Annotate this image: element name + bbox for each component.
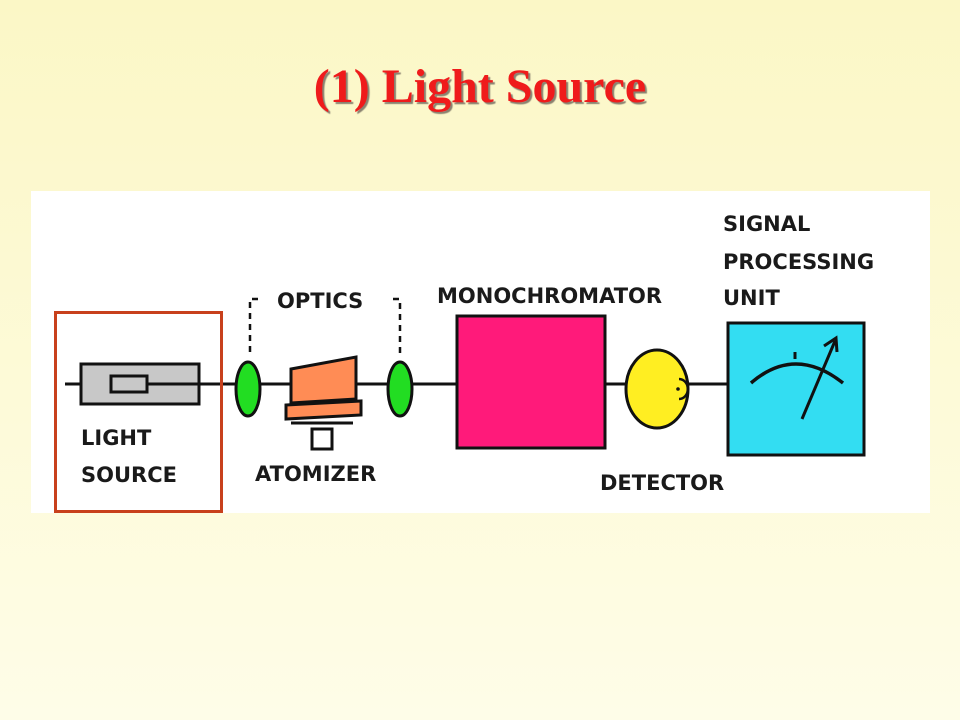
light-source-label-line2: SOURCE (81, 463, 177, 487)
optics-bracket (248, 297, 402, 356)
signal-unit-label-line1: SIGNAL (723, 212, 810, 236)
detector-icon (624, 348, 690, 430)
monochromator-label: MONOCHROMATOR (437, 284, 662, 308)
light-source-lamp (79, 362, 201, 406)
slide-title: (1) Light Source (313, 60, 647, 113)
detector-label: DETECTOR (600, 471, 724, 495)
monochromator-box (455, 314, 607, 450)
lens-icon-2 (386, 360, 414, 418)
meter-needle (800, 340, 837, 420)
signal-processing-unit (726, 321, 866, 457)
light-source-highlight-box (54, 311, 223, 513)
atomizer-label: ATOMIZER (255, 462, 376, 486)
optics-label: OPTICS (277, 289, 363, 313)
atomizer-icon (284, 355, 363, 451)
signal-unit-label-line2: PROCESSING (723, 250, 874, 274)
lens-icon-1 (234, 360, 262, 418)
signal-unit-label-line3: UNIT (723, 286, 780, 310)
instrument-diagram: LIGHT SOURCE OPTICS ATOMIZER MONOCHROMAT… (31, 191, 930, 513)
light-source-label-line1: LIGHT (81, 426, 152, 450)
meter-scale-arc (749, 362, 845, 385)
